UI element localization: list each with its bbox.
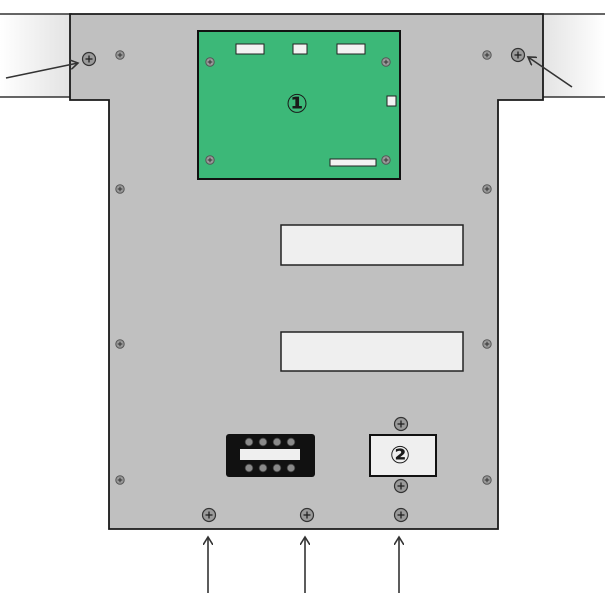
upper-slot [280, 224, 464, 266]
board-connector [336, 43, 366, 55]
left-rail [0, 14, 72, 97]
board-connector [386, 95, 397, 107]
bottom-fastening-screw [201, 507, 217, 523]
panel-screw [482, 50, 492, 60]
bottom-fastening-screw [393, 507, 409, 523]
panel-screw [115, 339, 125, 349]
top-left-fastening-screw [81, 51, 97, 67]
lower-slot [280, 331, 464, 372]
board-screw [205, 57, 215, 67]
board-connector [235, 43, 265, 55]
arrow [5, 63, 78, 79]
board-connector [292, 43, 308, 55]
panel-screw [482, 339, 492, 349]
bottom-fastening-screw [299, 507, 315, 523]
board-screw [381, 57, 391, 67]
circuit-board: ① [197, 30, 401, 180]
panel-screw [115, 184, 125, 194]
board-screw [205, 155, 215, 165]
arrow [528, 57, 573, 88]
panel-screw [482, 184, 492, 194]
panel-screw [115, 475, 125, 485]
top-right-fastening-screw [510, 47, 526, 63]
board-connector [329, 158, 377, 167]
panel-screw [115, 50, 125, 60]
arrows [5, 57, 573, 593]
panel-screw [482, 475, 492, 485]
terminal-block [226, 434, 315, 477]
mounting-panel [69, 13, 544, 530]
bracket-screw [393, 478, 409, 494]
bracket-screw [393, 416, 409, 432]
bracket: ② [369, 416, 437, 494]
right-rail [540, 14, 605, 97]
callout-1-label: ① [286, 90, 308, 120]
board-screw [381, 155, 391, 165]
callout-2-label: ② [390, 441, 410, 469]
mounting-rails [0, 13, 605, 98]
